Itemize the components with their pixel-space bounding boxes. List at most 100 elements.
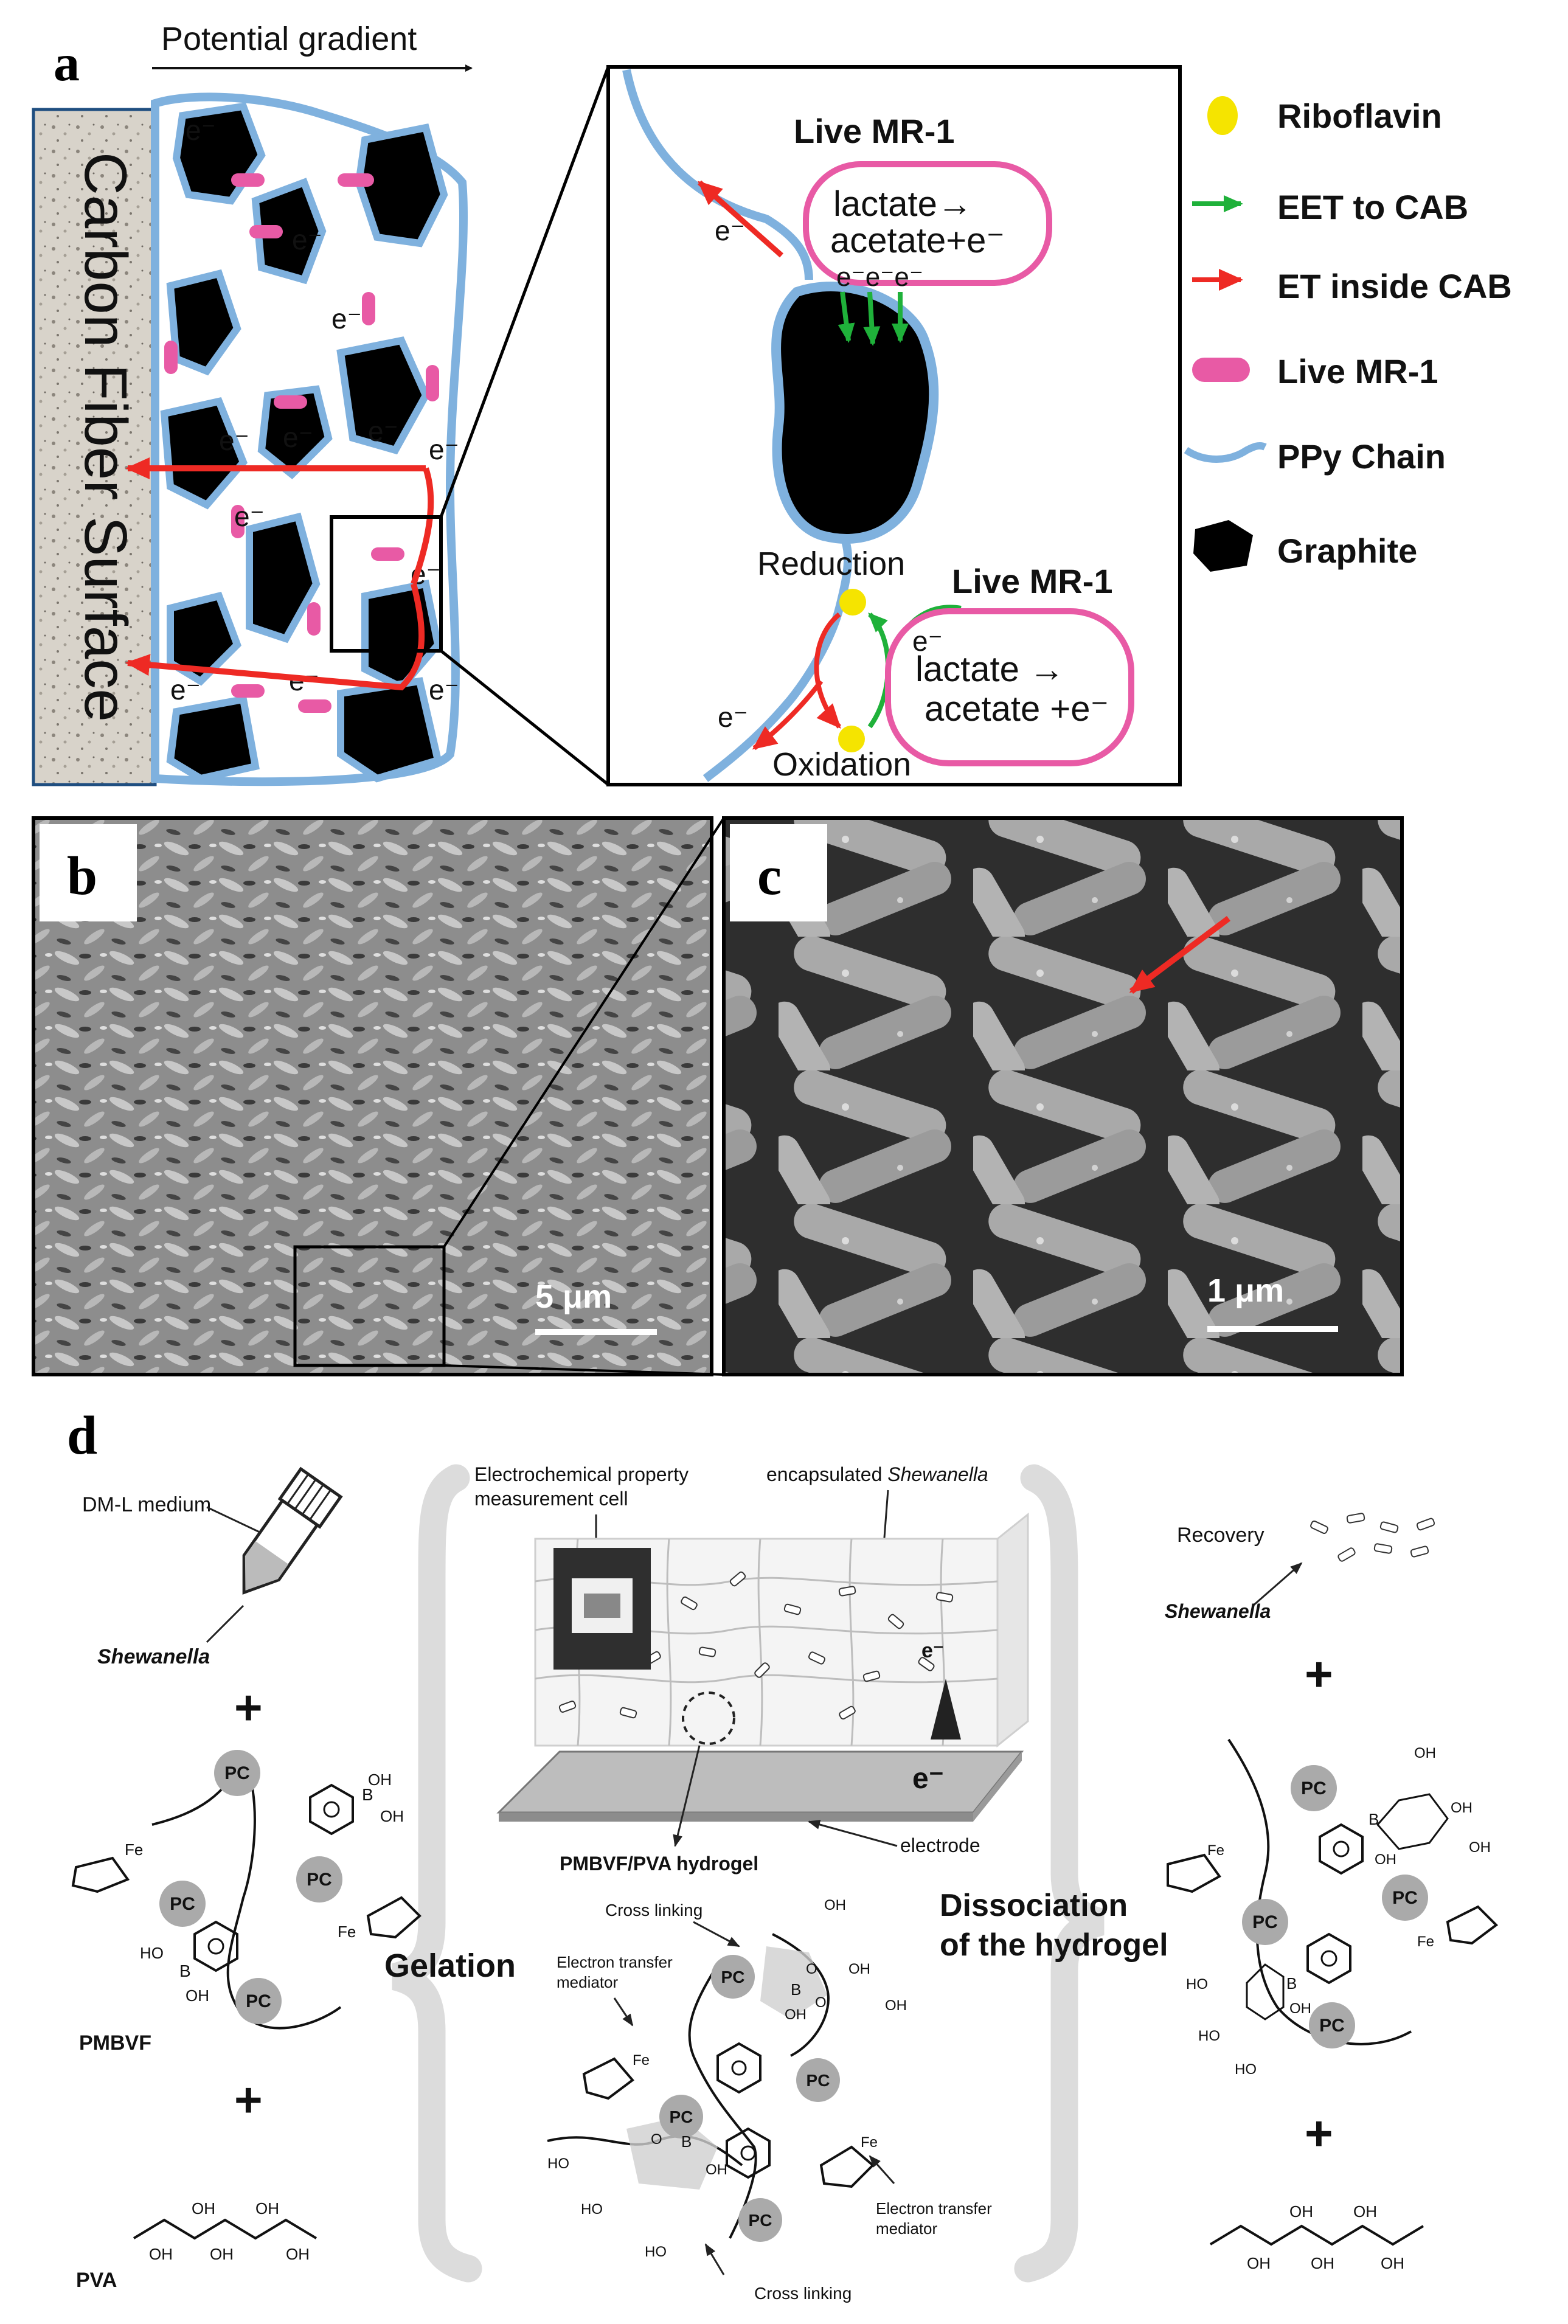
mr1-cell — [231, 505, 245, 538]
oh-label: OH — [785, 2007, 807, 2023]
pc-label: PC — [749, 2211, 772, 2230]
pc-label: PC — [170, 1894, 195, 1914]
plus-sign: + — [1305, 1647, 1333, 1701]
etm-label-bottom-1: Electron transfer — [876, 2199, 992, 2218]
ho-label: HO — [1198, 2028, 1220, 2044]
electrons-top: e⁻e⁻e⁻ — [836, 262, 923, 292]
graphite-particle — [166, 695, 260, 783]
graphite-zoom — [771, 282, 939, 544]
free-pva: OH OH OH OH OH — [1209, 2202, 1424, 2272]
dissociation-label-1: Dissociation — [940, 1888, 1128, 1923]
legend-ppy-swatch — [1184, 442, 1267, 463]
mr1-cell — [426, 365, 439, 401]
electron-label: e⁻ — [292, 224, 322, 255]
dissociated-pmbvf: PC PC PC PC B OH OH OH OH B OH HO HO HO … — [1167, 1738, 1499, 2078]
oh-label: OH — [1375, 1851, 1396, 1868]
shewanella-label: Shewanella — [97, 1645, 210, 1668]
sem-image-c — [722, 816, 1404, 1376]
mr1-top-cell — [803, 161, 1052, 286]
lactate-text: lactate→ — [833, 184, 973, 224]
carbon-fiber-surface-label: Carbon Fiber Surface — [72, 152, 139, 722]
hydrogel-block: e⁻ e⁻ — [496, 1512, 1029, 1822]
live-mr1-top-label: Live MR-1 — [794, 112, 955, 150]
cross-linking-label-bottom: Cross linking — [754, 2284, 852, 2303]
oh-label: OH — [286, 2245, 310, 2263]
graphite-particle — [246, 512, 321, 643]
graphite-particle — [337, 677, 443, 783]
pc-group — [159, 1881, 206, 1927]
oh-label: OH — [1451, 1800, 1473, 1816]
mr1-cell — [274, 395, 307, 409]
oh-label: OH — [1289, 2202, 1313, 2221]
red-arrow-c — [1129, 916, 1230, 994]
electron-label: e⁻ — [912, 1763, 944, 1795]
dm-medium-label: DM-L medium — [82, 1493, 211, 1516]
live-mr1-bottom-label: Live MR-1 — [952, 562, 1113, 600]
plus-sign: + — [1305, 2106, 1333, 2160]
mr1-cell — [298, 699, 331, 713]
scale-bar-c — [1207, 1326, 1338, 1332]
electron-label: e⁻ — [429, 434, 459, 465]
mr1-cell — [231, 173, 265, 187]
et-arrow-upper — [411, 467, 434, 585]
dashed-highlight — [682, 1691, 735, 1745]
ferrocene-icon: Fe — [819, 2134, 878, 2188]
panel-a: a Potential gradient Carbon Fiber Surfac… — [32, 21, 1512, 786]
electron-label: e⁻ — [219, 425, 249, 456]
pmbvf-label: PMBVF — [79, 2031, 151, 2055]
mr1-cell — [362, 292, 375, 325]
ho-label: HO — [581, 2201, 603, 2218]
pva-structure: OH OH OH OH OH — [133, 2199, 317, 2263]
panel-c-label: c — [757, 846, 782, 906]
plus-sign: + — [234, 2073, 263, 2127]
boron-label: B — [179, 1962, 191, 1980]
zoom-box — [330, 515, 443, 653]
ho-label: HO — [547, 2156, 569, 2172]
ho-label: HO — [1186, 1976, 1208, 1993]
electron-label: e⁻ — [186, 114, 216, 146]
ho-label: HO — [1235, 2061, 1257, 2078]
pc-label: PC — [670, 2107, 693, 2126]
pc-label: PC — [224, 1763, 250, 1783]
dissociation-label-2: of the hydrogel — [940, 1927, 1168, 1963]
fe-label: Fe — [125, 1840, 143, 1859]
electron-label: e⁻ — [234, 501, 265, 532]
oh-label: OH — [1414, 1745, 1436, 1761]
ho-label: HO — [645, 2244, 667, 2260]
legend-graphite-swatch — [1193, 520, 1253, 572]
oh-label: OH — [210, 2245, 234, 2263]
composite-anode: e⁻ e⁻ e⁻ e⁻ e⁻ e⁻ e⁻ e⁻ e⁻ e⁻ e⁻ e⁻ — [125, 66, 610, 786]
oxygen-label: O — [806, 1961, 817, 1977]
oh-label: OH — [192, 2199, 215, 2218]
brace-right — [1014, 1464, 1105, 2283]
panel-c: c 1 μm — [722, 816, 1404, 1376]
legend-eet: EET to CAB — [1277, 188, 1468, 226]
oh-label: OH — [186, 1986, 209, 2005]
mr1-bottom-cell — [885, 608, 1134, 766]
electron-label: e⁻ — [368, 415, 398, 447]
pc-label: PC — [307, 1870, 332, 1890]
electron-transfer-arrow — [931, 1679, 961, 1740]
ppy-chain — [622, 69, 813, 280]
panel-a-label: a — [54, 33, 80, 92]
hydrogel-label: PMBVF/PVA hydrogel — [560, 1853, 758, 1875]
mr1-cell — [249, 225, 283, 238]
pc-group — [296, 1856, 342, 1903]
pc-label: PC — [807, 2071, 830, 2090]
cross-linking-label: Cross linking — [605, 1901, 702, 1920]
potential-gradient-label: Potential gradient — [161, 21, 417, 57]
fe-label: Fe — [861, 2134, 878, 2151]
boron-label: B — [1369, 1810, 1379, 1828]
encapsulated-label: encapsulated Shewanella — [766, 1463, 988, 1485]
graphite-particle — [167, 591, 241, 686]
electron-label: e⁻ — [718, 701, 748, 733]
mr1-cell — [338, 173, 374, 187]
pc-group — [235, 1978, 282, 2024]
pc-group — [214, 1750, 260, 1796]
graphite-particle — [251, 178, 327, 285]
oh-label: OH — [885, 1997, 907, 2014]
crosslink-zone — [760, 1946, 827, 2019]
zoom-region-b — [293, 1245, 446, 1367]
oxygen-label: O — [815, 1994, 827, 2011]
